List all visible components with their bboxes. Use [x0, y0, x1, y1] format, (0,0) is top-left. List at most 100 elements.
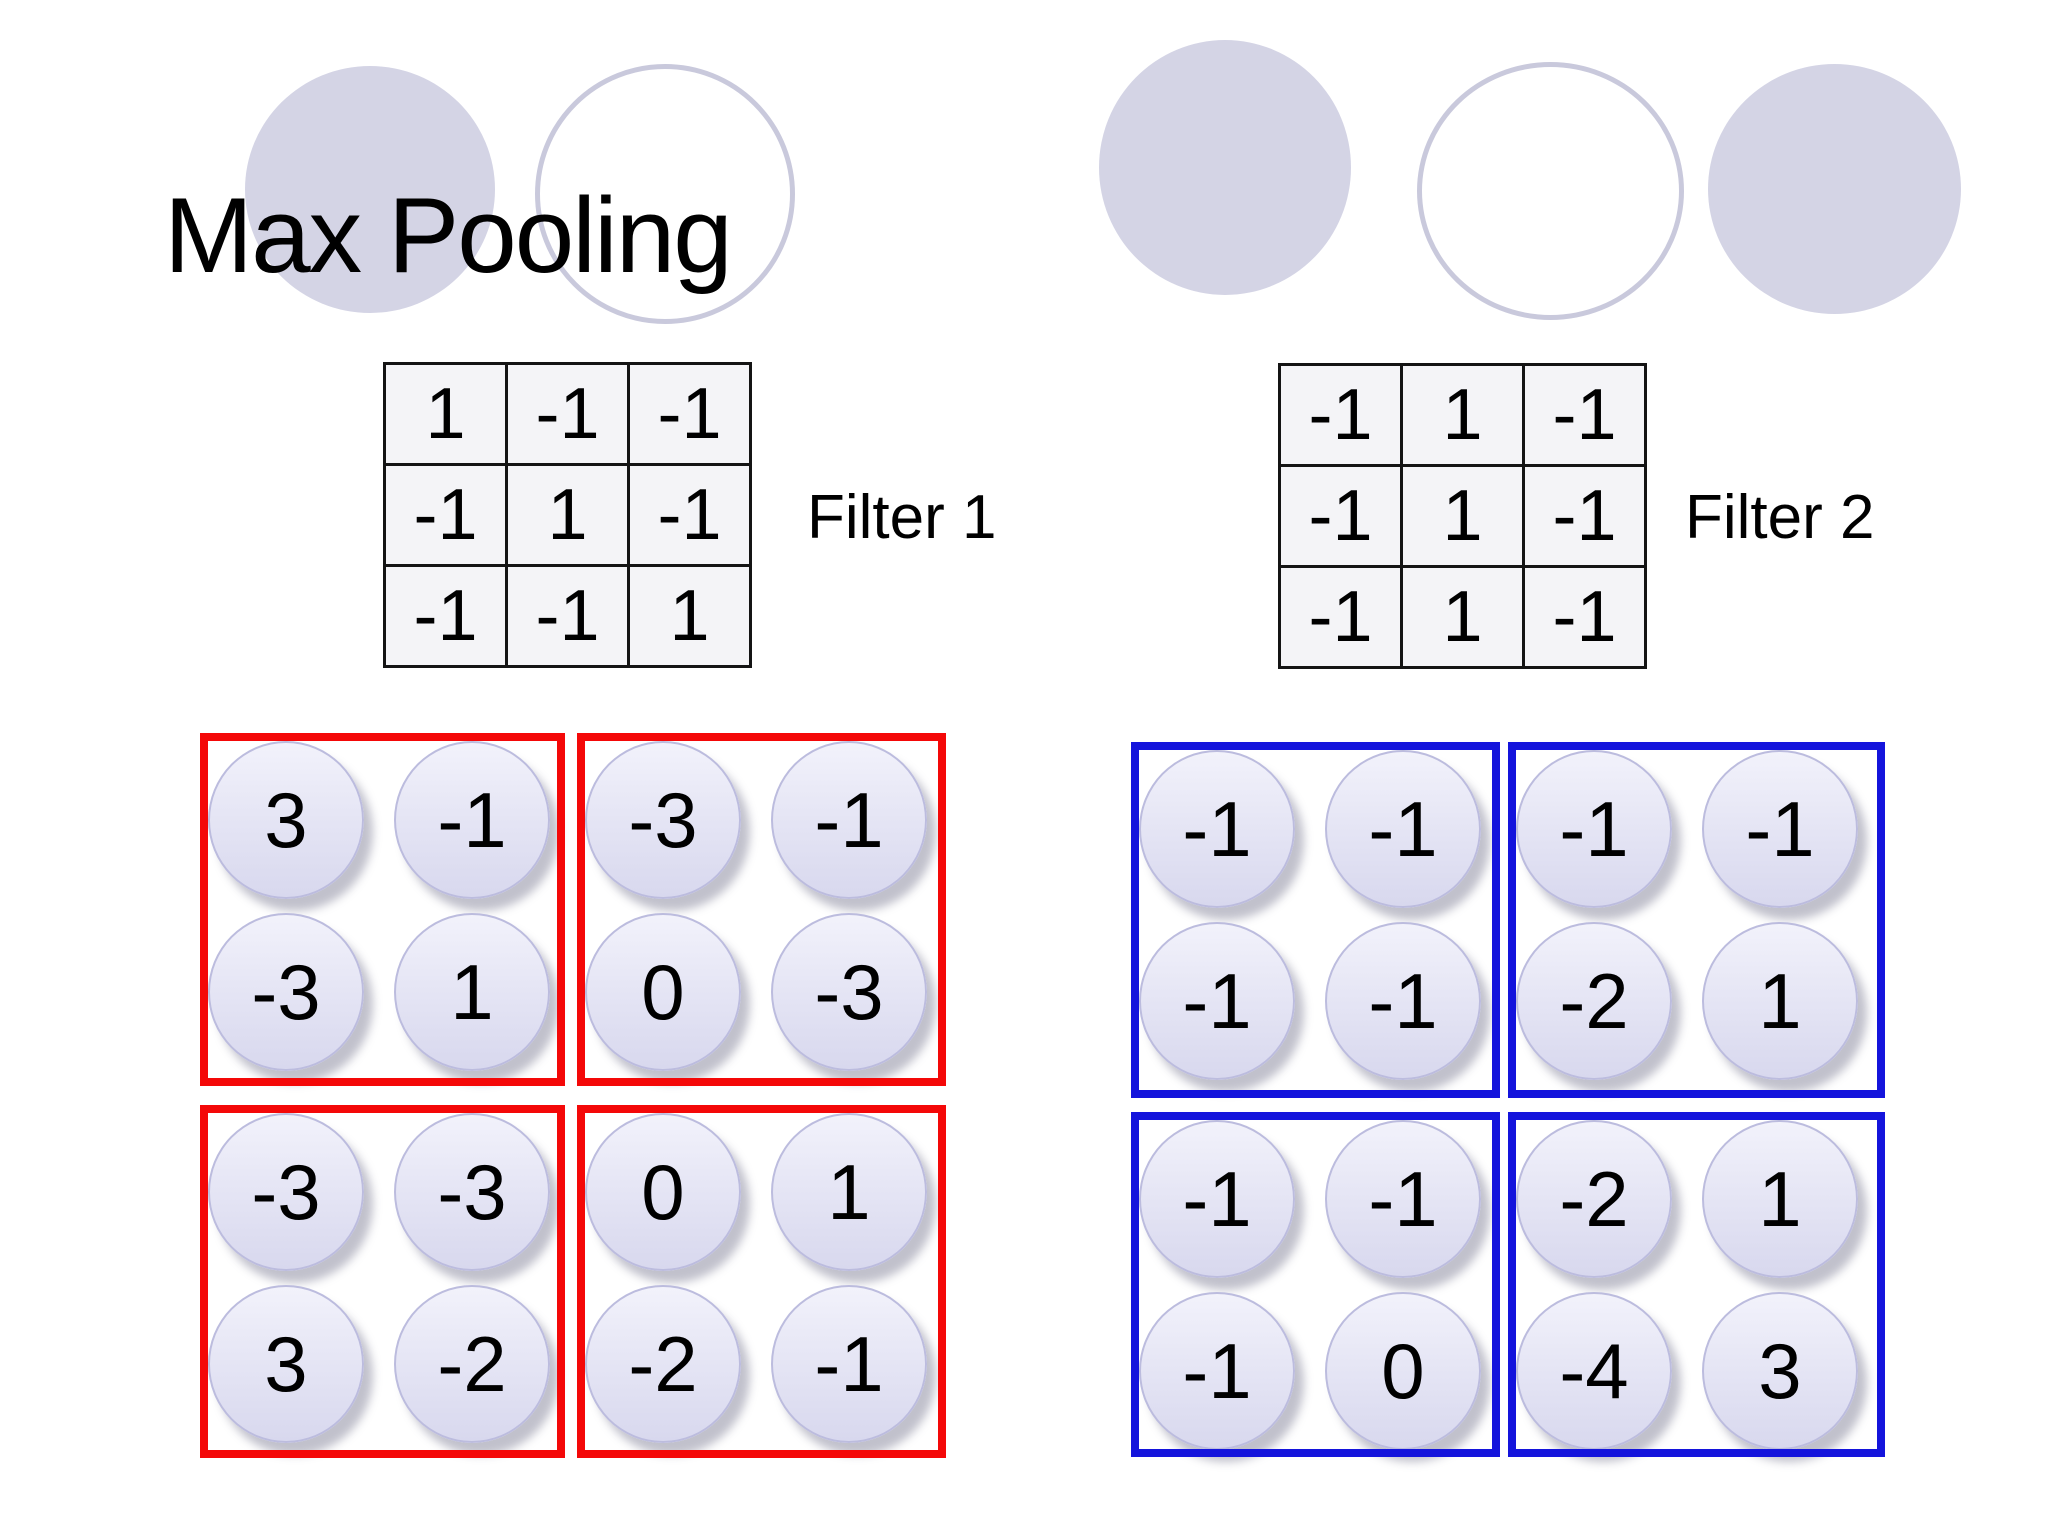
pooled-value-circle: -1: [771, 741, 927, 899]
decorative-filled-circle-icon: [245, 66, 495, 313]
filter1-cell-r0c2: -1: [630, 365, 749, 463]
pooled-value-circle: -3: [394, 1113, 550, 1271]
filter2-cell-r1c0: -1: [1281, 467, 1400, 565]
pooled-value-circle: -1: [1516, 750, 1672, 908]
filter2-pooling-group-2: -1 -1 -2 1: [1508, 742, 1885, 1098]
filter1-cell-r2c2: 1: [630, 567, 749, 665]
pooled-value: 3: [1758, 1327, 1802, 1415]
filter1-pooling-group-2: -3 -1 0 -3: [577, 733, 946, 1086]
filter2-cell-r0c0: -1: [1281, 366, 1400, 464]
filter2-cell-r2c0: -1: [1281, 568, 1400, 666]
pooled-value: -1: [1368, 1155, 1438, 1243]
filter2-cell-r2c1: 1: [1403, 568, 1522, 666]
pooled-value-circle: -1: [1325, 922, 1481, 1080]
pooled-value: -1: [1559, 785, 1629, 873]
pooled-value-circle: 1: [1702, 1120, 1858, 1278]
pooled-value: 0: [641, 1148, 685, 1236]
pooled-value: -3: [251, 948, 321, 1036]
pooled-value-circle: -2: [394, 1285, 550, 1443]
pooled-value: -1: [814, 1320, 884, 1408]
pooled-value: -2: [437, 1320, 507, 1408]
filter2-matrix: -1 1 -1 -1 1 -1 -1 1 -1: [1278, 363, 1647, 669]
pooled-value-circle: 1: [394, 913, 550, 1071]
pooled-value: 1: [1758, 1155, 1802, 1243]
filter2-pooling-group-4: -2 1 -4 3: [1508, 1112, 1885, 1457]
pooled-value: -1: [1182, 1155, 1252, 1243]
pooled-value: 3: [264, 1320, 308, 1408]
filter2-cell-r0c1: 1: [1403, 366, 1522, 464]
decorative-filled-circle-icon: [1099, 40, 1351, 295]
pooled-value-circle: -1: [1139, 1292, 1295, 1450]
pooled-value-circle: 1: [771, 1113, 927, 1271]
filter1-cell-r2c0: -1: [386, 567, 505, 665]
pooled-value-circle: -3: [208, 1113, 364, 1271]
filter1-cell-r1c1: 1: [508, 466, 627, 564]
pooled-value-circle: -1: [1139, 922, 1295, 1080]
pooled-value: -3: [437, 1148, 507, 1236]
filter1-pooling-group-3: -3 -3 3 -2: [200, 1105, 565, 1458]
filter1-cell-r1c0: -1: [386, 466, 505, 564]
pooled-value: 1: [1758, 957, 1802, 1045]
decorative-outlined-circle-icon: [535, 64, 795, 324]
filter2-label: Filter 2: [1685, 483, 1875, 552]
page-title: Max Pooling: [164, 175, 733, 295]
filter1-pooling-group-4: 0 1 -2 -1: [577, 1105, 946, 1458]
decorative-filled-circle-icon: [1708, 64, 1961, 314]
filter1-matrix: 1 -1 -1 -1 1 -1 -1 -1 1: [383, 362, 752, 668]
pooled-value-circle: 0: [585, 1113, 741, 1271]
pooled-value-circle: 0: [1325, 1292, 1481, 1450]
pooled-value: 1: [827, 1148, 871, 1236]
pooled-value: 0: [1381, 1327, 1425, 1415]
filter1-cell-r1c2: -1: [630, 466, 749, 564]
pooled-value-circle: -1: [1139, 750, 1295, 908]
pooled-value: -1: [1182, 1327, 1252, 1415]
pooled-value-circle: -1: [771, 1285, 927, 1443]
pooled-value: 0: [641, 948, 685, 1036]
pooled-value-circle: -4: [1516, 1292, 1672, 1450]
filter2-cell-r0c2: -1: [1525, 366, 1644, 464]
filter1-cell-r0c0: 1: [386, 365, 505, 463]
pooled-value: -2: [628, 1320, 698, 1408]
pooled-value-circle: 3: [208, 741, 364, 899]
pooled-value: -4: [1559, 1327, 1629, 1415]
filter2-cell-r1c1: 1: [1403, 467, 1522, 565]
pooled-value-circle: -3: [208, 913, 364, 1071]
pooled-value: -1: [1745, 785, 1815, 873]
pooled-value: -2: [1559, 957, 1629, 1045]
pooled-value: -3: [628, 776, 698, 864]
pooled-value: -1: [814, 776, 884, 864]
filter1-pooling-group-1: 3 -1 -3 1: [200, 733, 565, 1086]
pooled-value: 3: [264, 776, 308, 864]
pooled-value-circle: -1: [394, 741, 550, 899]
filter2-pooling-group-3: -1 -1 -1 0: [1131, 1112, 1500, 1457]
pooled-value: -3: [814, 948, 884, 1036]
filter1-label: Filter 1: [807, 483, 997, 552]
pooled-value-circle: 0: [585, 913, 741, 1071]
pooled-value-circle: 1: [1702, 922, 1858, 1080]
pooled-value-circle: -1: [1702, 750, 1858, 908]
pooled-value-circle: -2: [585, 1285, 741, 1443]
pooled-value-circle: -2: [1516, 922, 1672, 1080]
filter1-cell-r2c1: -1: [508, 567, 627, 665]
filter2-cell-r1c2: -1: [1525, 467, 1644, 565]
pooled-value-circle: 3: [1702, 1292, 1858, 1450]
pooled-value-circle: -3: [585, 741, 741, 899]
pooled-value: -1: [1182, 785, 1252, 873]
pooled-value: -1: [1368, 785, 1438, 873]
filter1-cell-r0c1: -1: [508, 365, 627, 463]
pooled-value: -1: [1182, 957, 1252, 1045]
pooled-value: -1: [1368, 957, 1438, 1045]
pooled-value-circle: -3: [771, 913, 927, 1071]
pooled-value-circle: -1: [1325, 1120, 1481, 1278]
pooled-value: -1: [437, 776, 507, 864]
pooled-value-circle: -2: [1516, 1120, 1672, 1278]
decorative-outlined-circle-icon: [1417, 62, 1684, 320]
pooled-value: 1: [450, 948, 494, 1036]
pooled-value-circle: 3: [208, 1285, 364, 1443]
filter2-pooling-group-1: -1 -1 -1 -1: [1131, 742, 1500, 1098]
pooled-value-circle: -1: [1139, 1120, 1295, 1278]
pooled-value: -2: [1559, 1155, 1629, 1243]
pooled-value-circle: -1: [1325, 750, 1481, 908]
pooled-value: -3: [251, 1148, 321, 1236]
